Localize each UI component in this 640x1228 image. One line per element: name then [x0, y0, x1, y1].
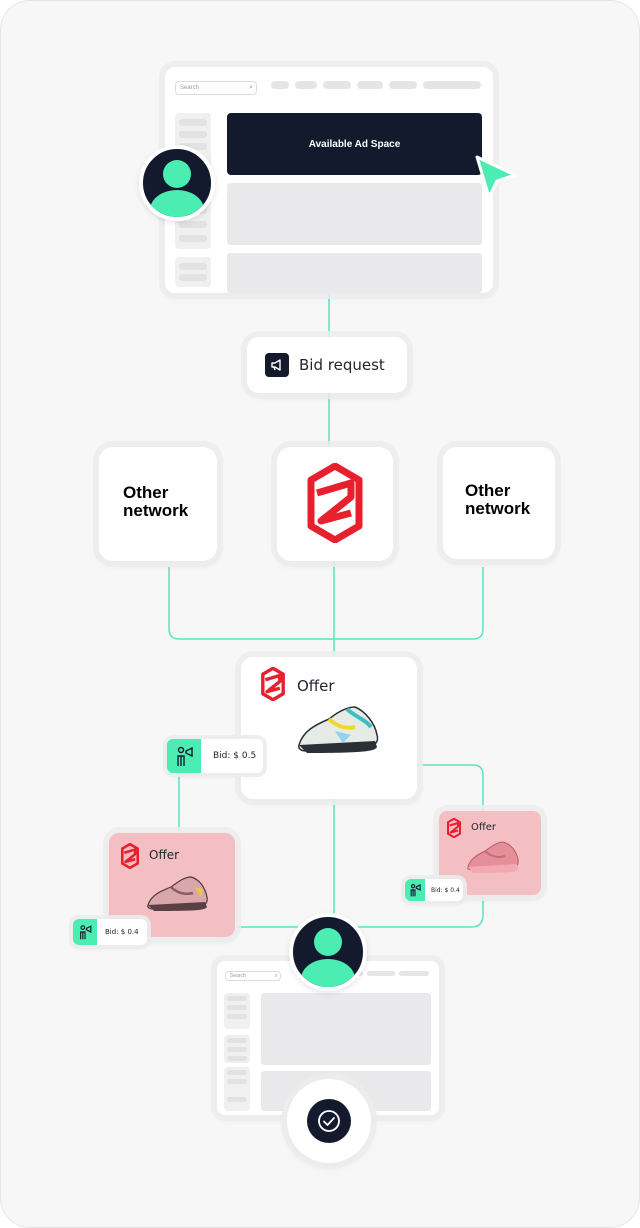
brand-logo-icon: [447, 818, 461, 838]
bidder-icon: [405, 879, 425, 901]
network-card-right: Other network: [443, 447, 555, 559]
bid-value-main: Bid: $ 0.5: [213, 751, 257, 761]
top-search-input[interactable]: Search ⌕: [175, 81, 257, 95]
ad-space-label: Available Ad Space: [308, 138, 401, 150]
nav-placeholder: [295, 81, 317, 89]
main-offer-card: Offer: [241, 657, 417, 799]
network-card-left: Other network: [99, 447, 217, 561]
megaphone-icon: [265, 353, 289, 377]
left-offer-title: Offer: [149, 848, 180, 862]
top-search-placeholder: Search: [180, 85, 200, 91]
network-card-brand: [277, 447, 393, 561]
sidebar-group: [224, 993, 250, 1029]
bottom-search-placeholder: Search: [230, 973, 246, 979]
nav-placeholder: [357, 81, 383, 89]
sneaker-image: [467, 841, 519, 873]
sidebar-group: [224, 1067, 250, 1111]
nav-placeholder: [423, 81, 481, 89]
network-name-right: Other network: [465, 481, 531, 518]
brand-logo-icon: [121, 843, 139, 869]
nav-placeholder: [323, 81, 351, 89]
bid-value-right: Bid: $ 0.4: [431, 886, 460, 894]
bid-tag-right: Bid: $ 0.4: [405, 879, 463, 901]
user-avatar-bottom: [289, 913, 367, 991]
bid-tag-left: Bid: $ 0.4: [73, 919, 147, 945]
sidebar-group: [224, 1035, 250, 1063]
nav-placeholder: [271, 81, 289, 89]
content-block: [227, 253, 482, 293]
search-icon: ⌕: [274, 973, 278, 979]
bid-tag-main: Bid: $ 0.5: [167, 739, 263, 773]
line-offers-to-user: [237, 897, 484, 928]
nav-placeholder: [367, 971, 395, 976]
bid-value-left: Bid: $ 0.4: [105, 928, 139, 936]
cursor-icon: [475, 155, 517, 199]
sidebar-group: [175, 257, 211, 287]
line-to-right-offer: [417, 764, 484, 811]
sneaker-image: [298, 706, 379, 753]
left-offer-card: Offer: [109, 833, 235, 937]
available-ad-space[interactable]: Available Ad Space: [227, 113, 482, 175]
brand-logo-icon: [307, 463, 363, 543]
bidder-icon: [167, 739, 201, 773]
brand-logo-icon: [261, 667, 285, 701]
search-icon: ⌕: [249, 84, 253, 91]
right-offer-title: Offer: [471, 822, 497, 833]
user-avatar-top: [139, 145, 215, 221]
line-networks-join: [168, 567, 484, 640]
check-circle-icon: [307, 1099, 351, 1143]
nav-placeholder: [399, 971, 429, 976]
bidder-icon: [73, 919, 97, 945]
bid-request-box: Bid request: [247, 337, 407, 393]
bottom-search-input[interactable]: Search ⌕: [225, 971, 281, 981]
status-badge: [287, 1079, 371, 1163]
bid-request-label: Bid request: [299, 356, 385, 374]
content-block: [227, 183, 482, 245]
content-block: [261, 993, 431, 1065]
sneaker-image: [147, 876, 208, 911]
nav-placeholder: [389, 81, 417, 89]
main-offer-title: Offer: [297, 677, 335, 695]
network-name-left: Other network: [123, 483, 189, 520]
